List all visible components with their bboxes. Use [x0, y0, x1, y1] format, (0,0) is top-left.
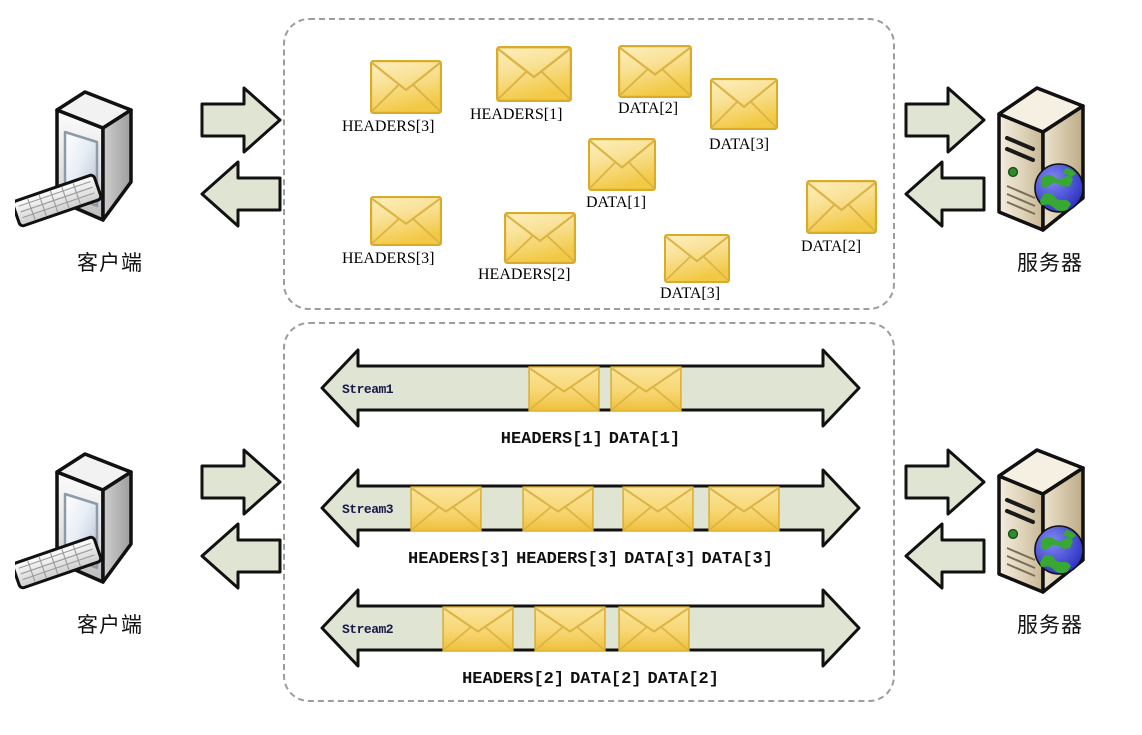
envelope-icon: [610, 366, 682, 412]
exchange-arrows-server-top: [900, 82, 990, 232]
envelope-icon: [528, 366, 600, 412]
endpoint-server-top: 服务器: [955, 70, 1142, 277]
frame-label: HEADERS[3]: [342, 250, 435, 267]
frame-envelope: [504, 212, 576, 264]
stream-caption-part: HEADERS[3]: [516, 550, 619, 569]
arrow-left-icon: [200, 160, 282, 228]
frame-label: DATA[2]: [618, 100, 679, 117]
exchange-arrows-client-bottom: [196, 444, 286, 594]
arrow-right-icon: [904, 86, 986, 154]
envelope-icon: [370, 60, 442, 114]
envelope-icon: [522, 486, 594, 532]
exchange-arrows-server-bottom: [900, 444, 990, 594]
crt-monitor-keyboard-icon: [11, 452, 133, 590]
frame-label: HEADERS[3]: [342, 118, 435, 135]
frame-label: DATA[3]: [660, 285, 721, 302]
envelope-icon: [618, 45, 692, 98]
frame-envelope: [370, 196, 442, 246]
stream-caption: HEADERS[2] DATA[2] DATA[2]: [318, 670, 863, 689]
frame-envelope: [588, 138, 656, 191]
frame-envelope: [496, 46, 572, 102]
frame-envelope: [710, 78, 778, 130]
crt-monitor-keyboard-icon: [11, 90, 133, 228]
frame-envelope: [664, 234, 730, 283]
envelope-icon: [370, 196, 442, 246]
endpoint-server-bottom: 服务器: [955, 432, 1142, 639]
envelope-icon: [496, 46, 572, 102]
stream-frame-segment: [442, 606, 514, 652]
frame-label: DATA[1]: [586, 194, 647, 211]
arrow-left-icon: [200, 522, 282, 590]
stream-label: Stream3: [342, 502, 394, 517]
stream-caption-part: DATA[3]: [624, 550, 696, 569]
stream-caption-part: HEADERS[1]: [500, 430, 603, 449]
stream-caption: HEADERS[3] HEADERS[3] DATA[3] DATA[3]: [318, 550, 863, 569]
stream-frame-segment: [618, 606, 690, 652]
frame-label: DATA[3]: [709, 136, 770, 153]
endpoint-label: 服务器: [1017, 251, 1083, 275]
exchange-arrows-client-top: [196, 82, 286, 232]
envelope-icon: [710, 78, 778, 130]
stream-frame-segment: [622, 486, 694, 532]
endpoint-label: 服务器: [1017, 613, 1083, 637]
stream-frame-segment: [528, 366, 600, 412]
envelope-icon: [708, 486, 780, 532]
stream-caption-part: DATA[2]: [647, 670, 719, 689]
stream-frame-segment: [534, 606, 606, 652]
endpoint-client-bottom: 客户端: [11, 432, 205, 639]
frame-envelope: [806, 180, 877, 234]
envelope-icon: [588, 138, 656, 191]
stream-caption: HEADERS[1] DATA[1]: [318, 430, 863, 449]
server-tower-globe-icon: [997, 448, 1085, 594]
arrow-right-icon: [200, 448, 282, 516]
envelope-icon: [504, 212, 576, 264]
endpoint-client-top: 客户端: [11, 70, 205, 277]
arrow-right-icon: [200, 86, 282, 154]
frame-label: HEADERS[1]: [470, 106, 563, 123]
frame-envelope: [618, 45, 692, 98]
stream-caption-part: DATA[3]: [701, 550, 773, 569]
stream-frame-segment: [410, 486, 482, 532]
frame-label: HEADERS[2]: [478, 266, 571, 283]
stream-frame-segment: [708, 486, 780, 532]
frame-label: DATA[2]: [801, 238, 862, 255]
stream-caption-part: DATA[2]: [570, 670, 642, 689]
arrow-left-icon: [904, 160, 986, 228]
stream-caption-part: HEADERS[2]: [462, 670, 565, 689]
arrow-right-icon: [904, 448, 986, 516]
panel-unordered-frames: [283, 18, 895, 310]
envelope-icon: [410, 486, 482, 532]
envelope-icon: [664, 234, 730, 283]
envelope-icon: [622, 486, 694, 532]
envelope-icon: [442, 606, 514, 652]
stream-frame-segment: [522, 486, 594, 532]
stream-frame-segment: [610, 366, 682, 412]
envelope-icon: [806, 180, 877, 234]
panel-multiplexed-streams: [283, 322, 895, 702]
stream-caption-part: HEADERS[3]: [408, 550, 511, 569]
frame-envelope: [370, 60, 442, 114]
stream-caption-part: DATA[1]: [608, 430, 681, 449]
envelope-icon: [534, 606, 606, 652]
endpoint-label: 客户端: [77, 251, 143, 275]
stream-label: Stream2: [342, 622, 394, 637]
endpoint-label: 客户端: [77, 613, 143, 637]
arrow-left-icon: [904, 522, 986, 590]
envelope-icon: [618, 606, 690, 652]
stream-label: Stream1: [342, 382, 394, 397]
server-tower-globe-icon: [997, 86, 1085, 232]
